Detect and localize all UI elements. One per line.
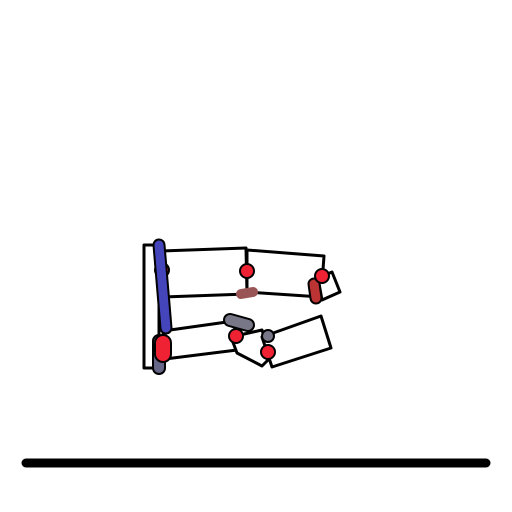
joint-dark-red-capsule[interactable] bbox=[309, 279, 321, 303]
upper-segment-1[interactable] bbox=[159, 246, 249, 299]
joint-gray-lower-right[interactable] bbox=[261, 329, 275, 343]
joint-red-upper-right[interactable] bbox=[314, 268, 330, 284]
joint-red-lower-mid[interactable] bbox=[228, 328, 244, 344]
joint-red-lower-right[interactable] bbox=[260, 344, 276, 360]
lower-segment-3[interactable] bbox=[260, 314, 333, 369]
actuator-bar[interactable] bbox=[154, 240, 171, 333]
joint-brown-capsule-outline bbox=[236, 287, 258, 299]
lower-segment-1[interactable] bbox=[161, 319, 239, 361]
joint-gray-capsule[interactable] bbox=[225, 315, 253, 330]
joint-red-upper-mid[interactable] bbox=[239, 263, 255, 279]
